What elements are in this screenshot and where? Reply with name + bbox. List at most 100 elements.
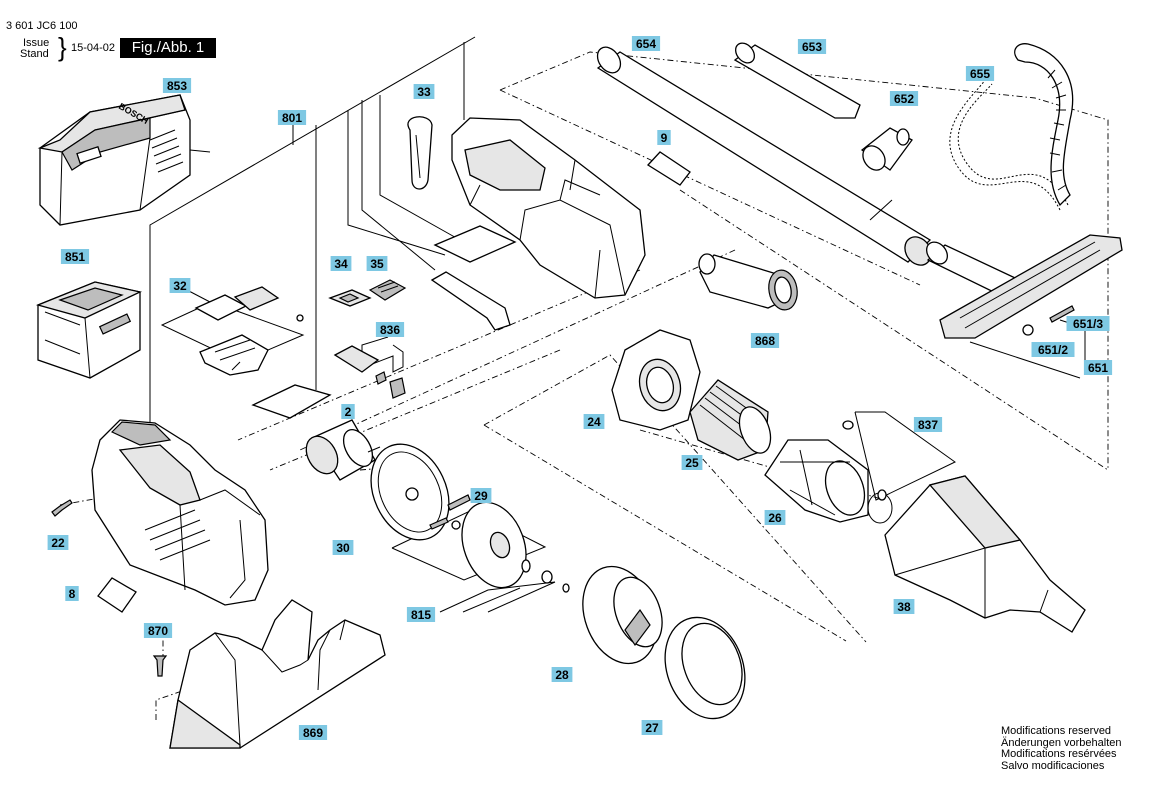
- issue-label: Issue: [23, 37, 50, 49]
- callout-870: 870: [143, 623, 173, 638]
- handheld-body: [91, 419, 269, 606]
- filter-cage-26: [764, 439, 869, 523]
- callout-text: 22: [51, 536, 65, 550]
- callout-26: 26: [764, 510, 786, 525]
- callout-text: 651/3: [1073, 317, 1103, 331]
- note-fr: Modifications resérvées: [1001, 748, 1117, 760]
- label-8: [97, 577, 137, 613]
- callout-bg: [631, 36, 661, 51]
- adapter-652: [860, 127, 913, 171]
- figure-label: Fig./Abb. 1: [120, 38, 216, 58]
- stand-869: [169, 599, 386, 749]
- callout-bg: [65, 586, 79, 601]
- stand-label: Stand: [20, 48, 49, 60]
- brace-glyph: }: [58, 32, 67, 62]
- callout-853: 853: [162, 78, 192, 93]
- callout-bg: [60, 249, 90, 264]
- cyclone-28: [582, 565, 663, 665]
- callout-bg: [375, 322, 405, 337]
- note-en: Modifications reserved: [1001, 725, 1112, 737]
- callout-bg: [913, 417, 943, 432]
- callout-text: 651/2: [1038, 343, 1068, 357]
- callout-bg: [470, 488, 492, 503]
- callout-text: 651: [1088, 361, 1108, 375]
- callout-text: 836: [380, 323, 400, 337]
- callout-25: 25: [681, 455, 703, 470]
- seal-24: [611, 329, 701, 431]
- callout-text: 2: [345, 405, 352, 419]
- leader-lines: [149, 36, 1086, 613]
- callout-bg: [965, 66, 995, 81]
- switch-34: [328, 289, 372, 307]
- callout-text: 34: [334, 257, 348, 271]
- charger-853: BOSCH: [37, 94, 211, 226]
- callout-bg: [406, 607, 436, 622]
- callout-bg: [1031, 342, 1075, 357]
- callout-text: 837: [918, 418, 938, 432]
- callout-bg: [1083, 360, 1113, 375]
- callout-bg: [330, 256, 352, 271]
- note-es: Salvo modificaciones: [1001, 759, 1105, 772]
- footer-notes: Modifications reserved Änderungen vorbeh…: [1001, 725, 1121, 772]
- callout-text: 33: [417, 85, 431, 99]
- callout-869: 869: [298, 725, 328, 740]
- callout-655: 655: [965, 66, 995, 81]
- callout-bg: [551, 667, 573, 682]
- callout-bg: [1066, 316, 1110, 331]
- callout-bg: [169, 278, 191, 293]
- callout-text: 869: [303, 726, 323, 740]
- callout-bg: [277, 110, 307, 125]
- callout-text: 38: [897, 600, 911, 614]
- seal-837: [842, 420, 893, 524]
- callout-bg: [583, 414, 605, 429]
- switch-35: [368, 279, 407, 301]
- motor-2: [305, 419, 381, 481]
- callout-bg: [143, 623, 173, 638]
- callout-text: 655: [970, 67, 990, 81]
- callout-text: 30: [336, 541, 350, 555]
- callout-654: 654: [631, 36, 661, 51]
- callout-22: 22: [47, 535, 69, 550]
- callout-text: 654: [636, 37, 656, 51]
- callout-text: 868: [755, 334, 775, 348]
- callout-653: 653: [797, 39, 827, 54]
- callout-837: 837: [913, 417, 943, 432]
- callout-text: 32: [173, 279, 187, 293]
- battery-851: [35, 281, 142, 379]
- callout-bg: [47, 535, 69, 550]
- callout-9: 9: [657, 130, 671, 145]
- callout-text: 870: [148, 624, 168, 638]
- callout-text: 28: [555, 668, 569, 682]
- callout-text: 25: [685, 456, 699, 470]
- callout-text: 851: [65, 250, 85, 264]
- screw-22: [51, 499, 73, 517]
- callout-bg: [893, 599, 915, 614]
- label-9: [646, 151, 691, 186]
- screws-29: [429, 494, 471, 530]
- callout-text: 29: [474, 489, 488, 503]
- housing-801: [451, 117, 646, 299]
- adapter-868: [698, 253, 798, 311]
- callout-35: 35: [366, 256, 388, 271]
- callout-27: 27: [641, 720, 663, 735]
- callout-34: 34: [330, 256, 352, 271]
- callout-text: 8: [69, 587, 76, 601]
- callout-bg: [657, 130, 671, 145]
- tube-654: [596, 46, 932, 266]
- issue-date: 15-04-02: [71, 42, 116, 54]
- callout-text: 9: [661, 131, 668, 145]
- callout-text: 653: [802, 40, 822, 54]
- callout-bg: [681, 455, 703, 470]
- electronics-32: [194, 286, 304, 376]
- callout-text: 27: [645, 721, 659, 735]
- callout-29: 29: [470, 488, 492, 503]
- callout-bg: [797, 39, 827, 54]
- callout-24: 24: [583, 414, 605, 429]
- callout-836: 836: [375, 322, 405, 337]
- callout-815: 815: [406, 607, 436, 622]
- switch-part-836: [333, 345, 406, 399]
- callout-bg: [641, 720, 663, 735]
- callout-text: 652: [894, 92, 914, 106]
